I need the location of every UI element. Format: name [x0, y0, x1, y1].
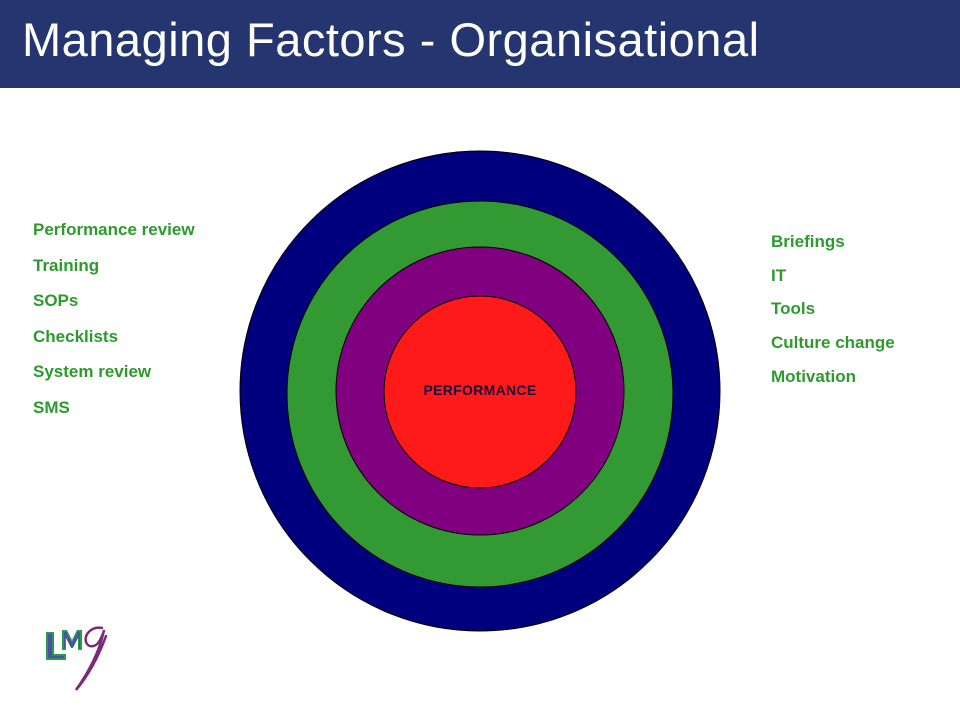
left-factor-list: Performance review Training SOPs Checkli…: [33, 219, 195, 432]
right-factor-list: Briefings IT Tools Culture change Motiva…: [771, 231, 895, 399]
list-item: Briefings: [771, 232, 845, 251]
list-item: Checklists: [33, 326, 119, 346]
list-item: Culture change: [771, 333, 895, 353]
list-item: Training: [33, 255, 100, 275]
lmq-logo-icon: [46, 626, 108, 691]
list-item: Tools: [771, 299, 816, 319]
core-circle: [383, 295, 577, 489]
title-bar: Managing Factors - Organisational: [0, 0, 960, 88]
list-item: SOPs: [33, 291, 79, 310]
list-item: Motivation: [771, 366, 856, 386]
list-item: Performance review: [33, 220, 195, 239]
list-item: IT: [771, 265, 787, 285]
list-item: System review: [33, 362, 152, 381]
list-item: SMS: [33, 397, 70, 417]
slide-title: Managing Factors - Organisational: [22, 13, 760, 66]
performance-label: PERFORMANCE: [423, 382, 537, 398]
